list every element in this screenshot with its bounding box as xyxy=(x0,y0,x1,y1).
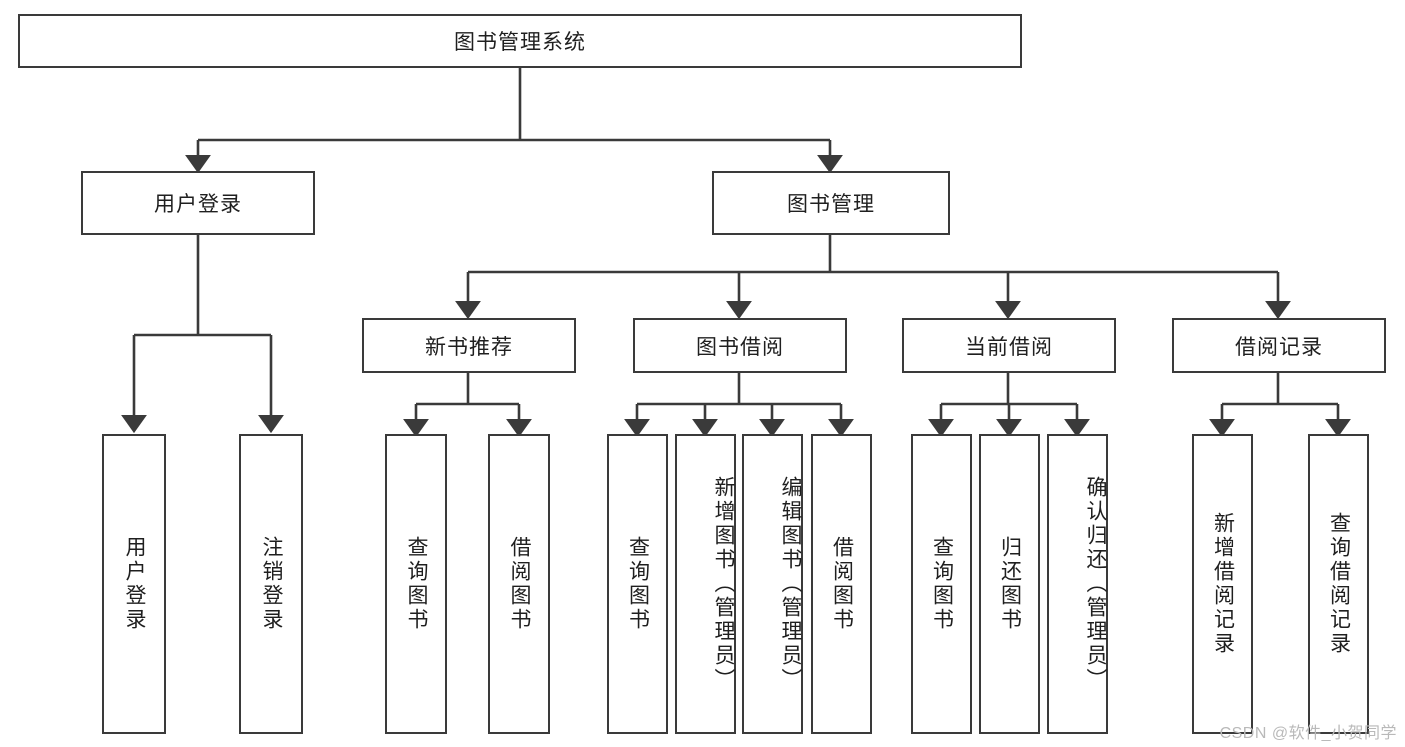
leaf-book-borrow-borrow-book[interactable]: 借阅图书 xyxy=(811,434,872,734)
node-borrow-record[interactable]: 借阅记录 xyxy=(1172,318,1386,373)
node-label: 当前借阅 xyxy=(965,335,1053,359)
node-label: 查询图书 xyxy=(626,536,650,632)
node-label: 图书借阅 xyxy=(696,335,784,359)
leaf-borrow-record-add-record[interactable]: 新增借阅记录 xyxy=(1192,434,1253,734)
node-label: 借阅图书 xyxy=(830,536,854,632)
node-current-borrow[interactable]: 当前借阅 xyxy=(902,318,1116,373)
node-label: 查询借阅记录 xyxy=(1327,512,1351,656)
node-label: 编辑图书（管理员） xyxy=(779,476,802,692)
node-book-borrow[interactable]: 图书借阅 xyxy=(633,318,847,373)
node-book-management[interactable]: 图书管理 xyxy=(712,171,950,235)
leaf-new-book-borrow-book[interactable]: 借阅图书 xyxy=(488,434,550,734)
node-label: 查询图书 xyxy=(930,536,954,632)
watermark-text: CSDN @软件_小贺同学 xyxy=(1219,725,1397,742)
node-label: 查询图书 xyxy=(405,536,429,632)
node-label: 新增借阅记录 xyxy=(1211,512,1235,656)
leaf-current-borrow-return-book[interactable]: 归还图书 xyxy=(979,434,1040,734)
node-label: 确认归还（管理员） xyxy=(1084,476,1107,692)
node-label: 新书推荐 xyxy=(425,335,513,359)
leaf-user-login-login[interactable]: 用户登录 xyxy=(102,434,166,734)
node-label: 借阅记录 xyxy=(1235,335,1323,359)
leaf-current-borrow-query-book[interactable]: 查询图书 xyxy=(911,434,972,734)
leaf-user-login-logout[interactable]: 注销登录 xyxy=(239,434,303,734)
node-new-book-recommend[interactable]: 新书推荐 xyxy=(362,318,576,373)
node-label: 新增图书（管理员） xyxy=(712,476,735,692)
node-user-login[interactable]: 用户登录 xyxy=(81,171,315,235)
node-root-book-management-system[interactable]: 图书管理系统 xyxy=(18,14,1022,68)
node-label: 注销登录 xyxy=(260,536,284,632)
node-label: 图书管理系统 xyxy=(454,31,586,54)
leaf-book-borrow-add-book-admin[interactable]: 新增图书（管理员） xyxy=(675,434,736,734)
node-label: 借阅图书 xyxy=(508,536,532,632)
node-label: 用户登录 xyxy=(123,536,147,632)
node-label: 图书管理 xyxy=(787,193,875,216)
leaf-book-borrow-edit-book-admin[interactable]: 编辑图书（管理员） xyxy=(742,434,803,734)
node-label: 归还图书 xyxy=(998,536,1022,632)
leaf-current-borrow-confirm-return-admin[interactable]: 确认归还（管理员） xyxy=(1047,434,1108,734)
leaf-new-book-query-book[interactable]: 查询图书 xyxy=(385,434,447,734)
leaf-book-borrow-query-book[interactable]: 查询图书 xyxy=(607,434,668,734)
node-label: 用户登录 xyxy=(154,193,242,216)
leaf-borrow-record-query-record[interactable]: 查询借阅记录 xyxy=(1308,434,1369,734)
